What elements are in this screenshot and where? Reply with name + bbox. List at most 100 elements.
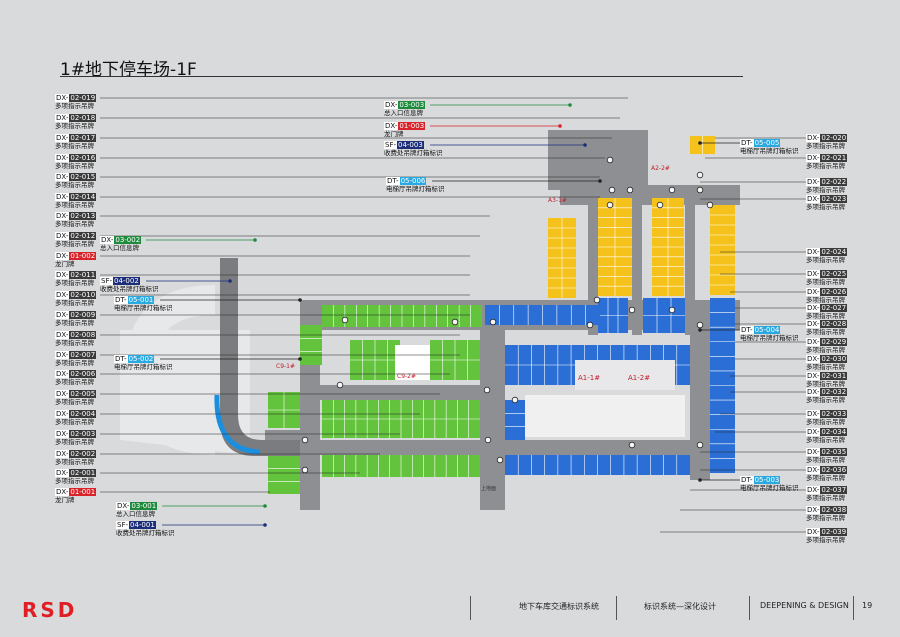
sign-marker xyxy=(301,436,309,444)
sign-marker xyxy=(606,201,614,209)
footer-divider xyxy=(853,596,854,620)
sign-marker xyxy=(696,171,704,179)
footer-project: 地下车库交通标识系统 xyxy=(519,602,599,611)
sign-marker xyxy=(301,466,309,474)
building-core xyxy=(525,395,685,437)
sign-marker xyxy=(489,318,497,326)
sign-marker xyxy=(668,186,676,194)
sign-marker xyxy=(483,386,491,394)
leader-end xyxy=(263,523,267,527)
yellow-zone xyxy=(710,205,735,295)
footer-stage: 标识系统—深化设计 xyxy=(644,602,716,611)
sign-marker xyxy=(696,441,704,449)
leader-end xyxy=(698,141,702,145)
leader-end xyxy=(228,279,232,283)
sign-marker xyxy=(696,186,704,194)
elevator-hall xyxy=(575,360,675,390)
title-divider xyxy=(60,76,743,77)
footer-divider xyxy=(616,596,617,620)
map-label-a2: A2-2# xyxy=(651,165,670,172)
page-title: 1#地下停车场-1F xyxy=(60,60,197,80)
sign-marker xyxy=(706,201,714,209)
road xyxy=(505,440,690,455)
sign-marker xyxy=(628,306,636,314)
leader-end xyxy=(298,298,302,302)
sign-marker xyxy=(336,381,344,389)
sign-marker xyxy=(668,306,676,314)
road xyxy=(560,185,740,205)
leader-end xyxy=(558,124,562,128)
leader-end xyxy=(598,179,602,183)
blue-zone xyxy=(505,400,525,440)
sign-marker xyxy=(484,436,492,444)
sign-marker xyxy=(341,316,349,324)
ground-curve xyxy=(124,285,216,455)
leader-end xyxy=(698,328,702,332)
footer-divider xyxy=(749,596,750,620)
page-number: 19 xyxy=(862,601,873,610)
leader-end xyxy=(568,103,572,107)
green-zone xyxy=(268,456,300,494)
footer-english: DEEPENING & DESIGN xyxy=(760,601,849,610)
sign-marker xyxy=(606,156,614,164)
road xyxy=(632,195,642,335)
footer-divider xyxy=(470,596,471,620)
map-label-a3: A3-1# xyxy=(548,197,567,204)
sign-marker xyxy=(608,186,616,194)
road xyxy=(300,330,320,510)
road xyxy=(685,195,695,335)
brand-logo: RSD xyxy=(22,598,78,622)
sign-marker xyxy=(593,296,601,304)
road xyxy=(588,195,598,335)
map-label-a1-1: A1-1# xyxy=(578,374,600,382)
sign-marker xyxy=(451,318,459,326)
road xyxy=(320,440,480,455)
green-zone xyxy=(300,325,322,365)
sign-marker xyxy=(696,321,704,329)
road xyxy=(320,385,480,400)
